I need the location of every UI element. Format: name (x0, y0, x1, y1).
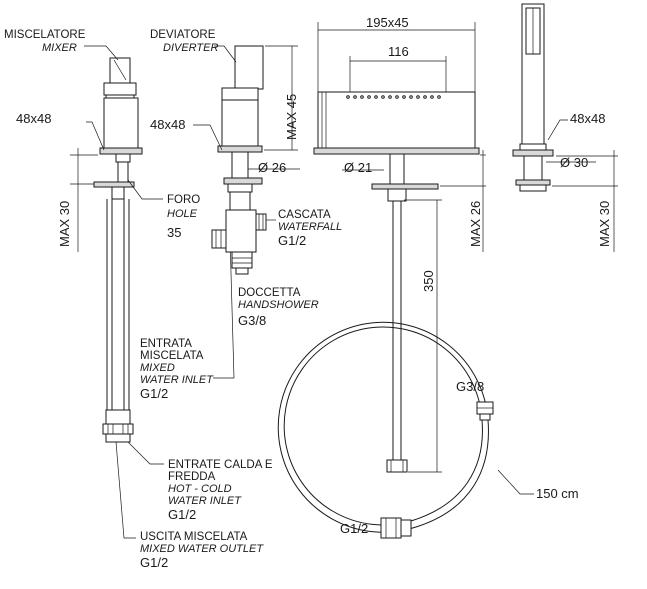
diverter-valve-body (225, 209, 257, 253)
handshower-max-height: MAX 30 (597, 201, 612, 247)
hole-size: 35 (167, 225, 181, 240)
spout-hose-length: 350 (421, 270, 436, 292)
diverter-handshower-port (231, 251, 253, 269)
spout-max-height: MAX 26 (468, 201, 483, 247)
mixer-size: 48x48 (16, 111, 51, 126)
mixer-label-it: MISCELATORE (4, 29, 86, 41)
hot-cold-label-en-1: HOT - COLD (168, 483, 232, 495)
mixer-counter-plate (93, 181, 135, 188)
hole-label-it: FORO (167, 194, 200, 206)
mixer-nut (111, 186, 125, 200)
spout-width: 195x45 (366, 15, 409, 30)
hot-cold-label-it-2: FREDDA (168, 471, 216, 483)
diverter-label-en: DIVERTER (163, 42, 218, 54)
handshower-diameter: Ø 30 (560, 155, 588, 170)
diverter-base (217, 145, 263, 153)
mixer-base (99, 147, 143, 155)
mixer-cap (103, 82, 137, 96)
hole-label-en: HOLE (167, 208, 198, 220)
mixed-inlet-label-it-1: ENTRATA (140, 338, 192, 350)
spout-nut (387, 188, 407, 202)
mixed-outlet-label-it: USCITA MISCELATA (140, 531, 248, 543)
hot-cold-thread: G1/2 (168, 507, 196, 522)
mixer-label-en: MIXER (42, 42, 77, 54)
spout-outlet-holes (346, 95, 441, 99)
mixer-fitting-top (102, 423, 134, 435)
mixer-fitting-bottom (105, 433, 131, 443)
hose-thread-top: G3/8 (456, 379, 484, 394)
diverter-cap (221, 87, 259, 101)
hot-cold-label-en-2: WATER INLET (168, 495, 242, 507)
spout-body (317, 91, 476, 149)
handshower-nut (519, 184, 547, 192)
mixed-outlet-label-en: MIXED WATER OUTLET (140, 543, 264, 555)
mixer-assembly (93, 57, 143, 443)
mixer-body (103, 97, 139, 149)
spout-diameter: Ø 21 (344, 160, 372, 175)
diverter-assembly (211, 45, 267, 275)
handshower-base (512, 149, 554, 157)
waterfall-thread: G1/2 (278, 233, 306, 248)
hose-thread-bottom: G1/2 (340, 521, 368, 536)
diverter-waterfall-port (255, 213, 267, 231)
hose-bottom-fitting (380, 517, 402, 539)
diverter-left-port (211, 229, 227, 249)
diverter-size: 48x48 (150, 117, 185, 132)
hot-cold-label-it-1: ENTRATE CALDA E (168, 459, 273, 471)
mixed-outlet-thread: G1/2 (140, 555, 168, 570)
diverter-counter-plate (223, 177, 263, 185)
mixed-inlet-label-en-1: MIXED (140, 362, 175, 374)
handshower-out-label-it: DOCCETTA (238, 287, 301, 299)
hose-coil (277, 321, 494, 539)
mixer-max-height: MAX 30 (57, 201, 72, 247)
handshower-size: 48x48 (570, 111, 605, 126)
waterfall-label-it: CASCATA (278, 209, 331, 221)
spout-base (313, 147, 480, 155)
diverter-diameter: Ø 26 (258, 160, 286, 175)
spout-outlet-width: 116 (388, 44, 409, 59)
waterfall-label-en: WATERFALL (278, 221, 342, 233)
mixed-inlet-thread: G1/2 (140, 386, 168, 401)
diverter-max-height: MAX 45 (284, 94, 299, 140)
spout-assembly (313, 22, 480, 473)
spout-hose-fitting (386, 459, 408, 473)
handshower-holder (519, 143, 547, 151)
hose-length: 150 cm (536, 486, 579, 501)
handshower-counter-plate (515, 179, 551, 186)
diverter-handle (234, 45, 264, 90)
mixed-inlet-label-en-2: WATER INLET (140, 374, 214, 386)
handshower-out-thread: G3/8 (238, 313, 266, 328)
mixed-inlet-label-it-2: MISCELATA (140, 350, 204, 362)
spout-counter-plate (371, 183, 439, 190)
diverter-body (221, 99, 259, 147)
diverter-label-it: DEVIATORE (150, 29, 216, 41)
mixer-tube-collar (105, 409, 131, 425)
handshower-out-label-en: HANDSHOWER (238, 299, 319, 311)
handshower-assembly (512, 3, 554, 192)
